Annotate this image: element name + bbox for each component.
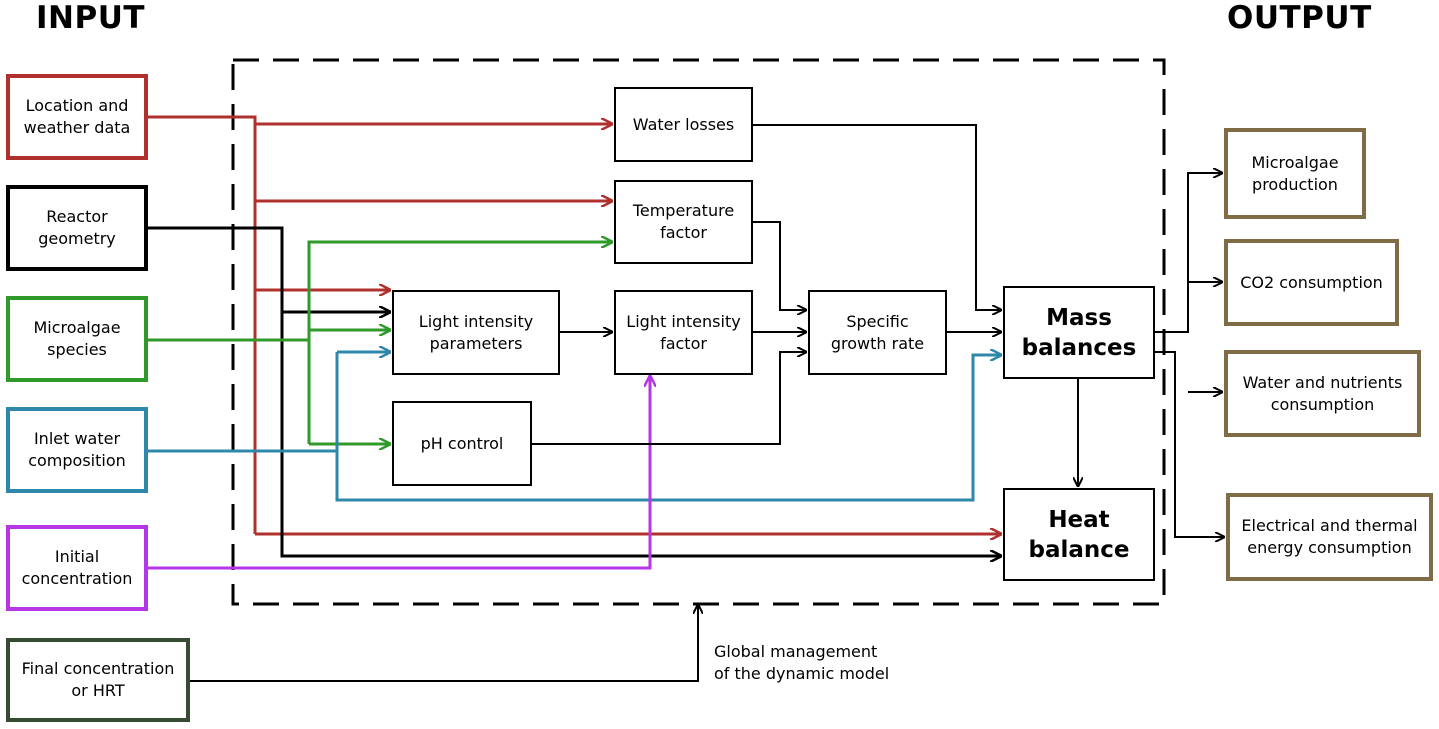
input-inlet-water: Inlet water composition — [6, 407, 148, 493]
block-mass-balances: Mass balances — [1003, 286, 1155, 379]
species-connectors — [148, 242, 612, 444]
block-temperature-factor: Temperature factor — [614, 180, 753, 264]
output-energy-consumption: Electrical and thermal energy consumptio… — [1226, 493, 1433, 581]
block-specific-growth-rate: Specific growth rate — [808, 290, 947, 375]
block-heat-balance: Heat balance — [1003, 488, 1155, 581]
output-water-nutrients: Water and nutrients consumption — [1224, 350, 1421, 437]
location-connectors — [148, 115, 1001, 534]
global-management-note: Global management of the dynamic model — [714, 642, 890, 683]
block-ph-control: pH control — [392, 401, 532, 486]
reactor-connectors — [148, 226, 1001, 556]
block-light-intensity-factor: Light intensity factor — [614, 290, 753, 375]
output-microalgae-production: Microalgae production — [1224, 128, 1366, 219]
output-co2-consumption: CO2 consumption — [1224, 239, 1399, 326]
output-header: OUTPUT — [1227, 0, 1372, 36]
input-microalgae-species: Microalgae species — [6, 296, 148, 382]
input-initial-concentration: Initial concentration — [6, 525, 148, 611]
input-final-concentration: Final concentration or HRT — [6, 638, 190, 722]
input-location-weather: Location and weather data — [6, 74, 148, 160]
block-water-losses: Water losses — [614, 87, 753, 162]
input-reactor-geometry: Reactor geometry — [6, 185, 148, 271]
internal-connectors — [190, 124, 1224, 682]
input-header: INPUT — [36, 0, 146, 36]
block-light-intensity-parameters: Light intensity parameters — [392, 290, 560, 375]
initial-connector — [148, 376, 650, 570]
inlet-connectors — [148, 352, 1001, 502]
